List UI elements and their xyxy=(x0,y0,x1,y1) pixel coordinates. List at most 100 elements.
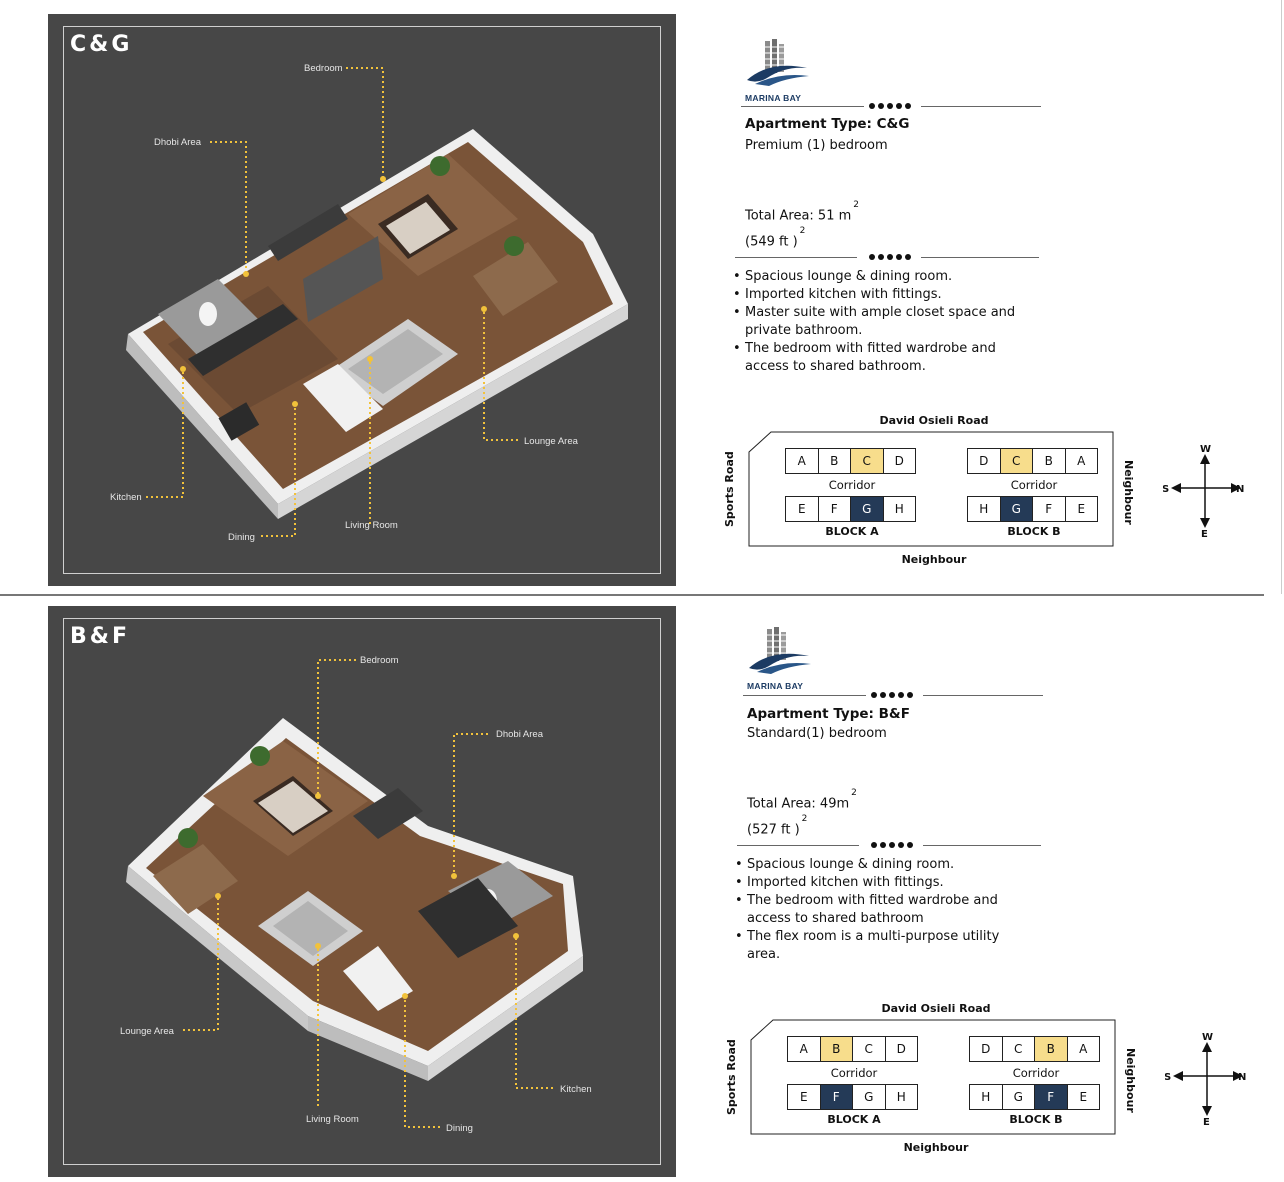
unit-highlighted: C xyxy=(850,448,884,474)
plan-wall-front xyxy=(278,304,628,519)
unit-highlighted: G xyxy=(850,496,884,522)
block-b: D C B A Corridor H G F E BLOCK B xyxy=(967,448,1101,538)
block-a: A B C D Corridor E F G H BLOCK A xyxy=(785,448,919,538)
unit: E xyxy=(787,1084,821,1110)
plan-rug-inner xyxy=(273,901,348,956)
callout-dining: Dining xyxy=(228,532,255,543)
brand-name: MARINA BAY xyxy=(747,681,804,691)
plan-wardrobe xyxy=(353,788,423,839)
road-north-label: David Osieli Road xyxy=(879,414,989,427)
plan-wall-side xyxy=(126,334,278,519)
unit-highlighted: B xyxy=(1034,1036,1068,1062)
site-outline xyxy=(750,1019,1116,1135)
block-label: BLOCK A xyxy=(827,1113,881,1126)
plan-bed-sheet xyxy=(258,781,328,833)
apartment-info: MARINA BAY Apartment Type: B&F Standard(… xyxy=(725,596,1284,1182)
plan-plant-1 xyxy=(430,156,450,176)
unit: D xyxy=(967,448,1001,474)
unit: B xyxy=(817,448,851,474)
feature-item: Master suite with ample closet space and… xyxy=(733,304,1033,340)
block-label: BLOCK A xyxy=(825,525,879,538)
plan-kitchen-island xyxy=(218,402,260,441)
callout-dhobi-area: Dhobi Area xyxy=(496,729,544,740)
plan-lounge-floor xyxy=(473,242,558,316)
unit-highlighted: G xyxy=(999,496,1033,522)
marina-bay-logo: MARINA BAY xyxy=(747,626,817,691)
block-label: BLOCK B xyxy=(1009,1113,1063,1126)
area-sup-ft: 2 xyxy=(799,226,806,237)
floor-plan-panel: C&G xyxy=(48,14,676,586)
area-sup-m: 2 xyxy=(851,788,857,798)
total-area-m: Total Area: 51 m xyxy=(745,208,852,224)
road-north-label: David Osieli Road xyxy=(881,1002,991,1015)
plan-wall-front-2 xyxy=(428,956,583,1081)
compass-e: E xyxy=(1203,1117,1210,1128)
unit: A xyxy=(1066,1036,1100,1062)
unit: F xyxy=(817,496,851,522)
unit-highlighted: C xyxy=(999,448,1033,474)
plan-wall-front xyxy=(308,1016,428,1081)
unit: D xyxy=(882,448,916,474)
site-plan: David Osieli Road Sports Road Neighbour … xyxy=(723,412,1151,572)
compass-icon: W E S N xyxy=(1165,1032,1246,1128)
callout-bedroom: Bedroom xyxy=(360,655,399,666)
page-edge-line xyxy=(1281,0,1282,594)
unit: A xyxy=(1064,448,1098,474)
floor-plan-illustration: Bedroom Dhobi Area Kitchen Dining Living… xyxy=(110,63,628,543)
compass-w: W xyxy=(1200,444,1211,455)
callout-kitchen: Kitchen xyxy=(560,1084,592,1095)
plan-code-label: B&F xyxy=(70,624,130,649)
area-sup-ft: 2 xyxy=(801,814,808,825)
total-area: Total Area: 51 m2 (549 ft )2 xyxy=(745,200,859,254)
plan-lounge-floor xyxy=(153,844,238,914)
plan-kitchen-counter xyxy=(418,878,518,958)
unit: G xyxy=(852,1084,886,1110)
total-area-ft: (549 ft ) xyxy=(745,234,798,250)
road-west-label: Sports Road xyxy=(725,1039,738,1115)
plan-callout-lines xyxy=(146,67,518,537)
callout-dhobi-area: Dhobi Area xyxy=(154,137,202,148)
road-east-label: Neighbour xyxy=(1122,460,1135,525)
corridor-label: Corridor xyxy=(830,1066,878,1080)
feature-item: The bedroom with fitted wardrobe and acc… xyxy=(735,892,1035,928)
brand-name: MARINA BAY xyxy=(745,93,802,103)
plan-plant-2 xyxy=(504,236,524,256)
road-east-label: Neighbour xyxy=(1124,1048,1137,1113)
apartment-section-cg: C&G xyxy=(0,0,1284,594)
compass-icon: W E S N xyxy=(1163,444,1244,540)
feature-item: Imported kitchen with fittings. xyxy=(735,874,1035,892)
unit: A xyxy=(787,1036,821,1062)
compass-e: E xyxy=(1201,529,1208,540)
compass-n: N xyxy=(1238,1072,1246,1083)
callout-lounge-area: Lounge Area xyxy=(120,1026,175,1037)
building-wave-icon xyxy=(749,627,811,674)
feature-item: Spacious lounge & dining room. xyxy=(733,268,1033,286)
callout-dining: Dining xyxy=(446,1123,473,1134)
plan-dining-table xyxy=(343,946,413,1011)
compass-w: W xyxy=(1202,1032,1213,1043)
callout-bedroom: Bedroom xyxy=(304,63,343,74)
plan-dining-table xyxy=(303,364,383,432)
unit-highlighted: B xyxy=(819,1036,853,1062)
unit: D xyxy=(969,1036,1003,1062)
unit: E xyxy=(1066,1084,1100,1110)
compass-s: S xyxy=(1163,484,1169,495)
corridor-label: Corridor xyxy=(1012,1066,1060,1080)
unit: H xyxy=(884,1084,918,1110)
plan-code-label: C&G xyxy=(70,32,133,57)
compass-s: S xyxy=(1165,1072,1171,1083)
building-wave-icon xyxy=(747,39,809,86)
floor-plan-illustration: Bedroom Dhobi Area Lounge Area Living Ro… xyxy=(120,655,592,1134)
plan-callout-markers xyxy=(215,793,519,999)
block-label: BLOCK B xyxy=(1007,525,1061,538)
dots-divider xyxy=(737,840,1052,850)
plan-frame xyxy=(63,618,661,1165)
unit: G xyxy=(1001,1084,1035,1110)
plan-callout-lines xyxy=(183,659,553,1128)
unit: H xyxy=(882,496,916,522)
callout-living-room: Living Room xyxy=(306,1114,359,1125)
feature-item: Imported kitchen with fittings. xyxy=(733,286,1033,304)
total-area-ft: (527 ft ) xyxy=(747,822,800,838)
callout-kitchen: Kitchen xyxy=(110,492,142,503)
unit: C xyxy=(852,1036,886,1062)
